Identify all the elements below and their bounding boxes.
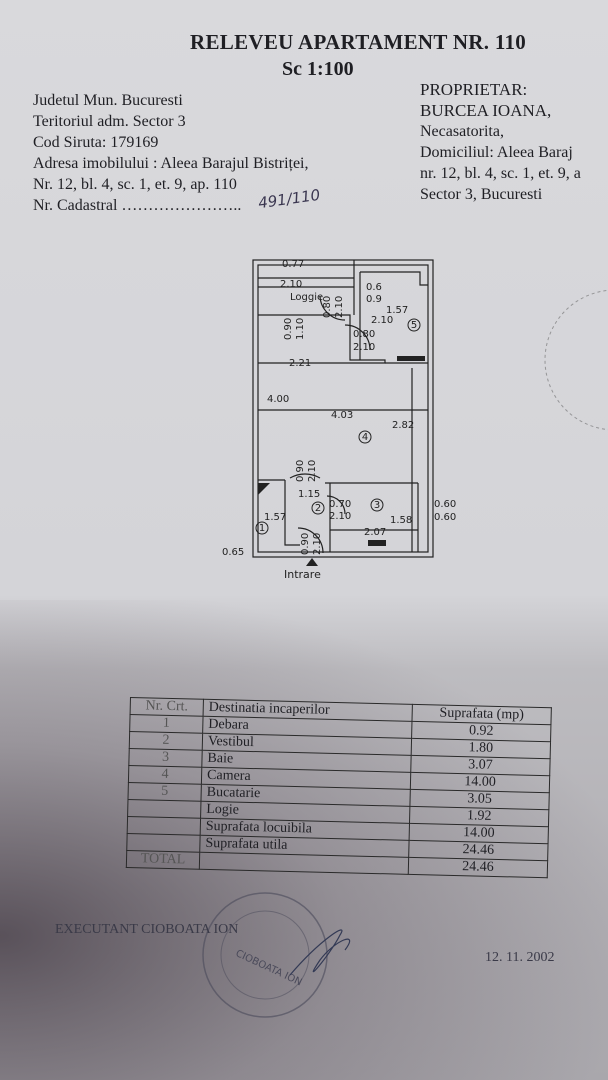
cell xyxy=(127,816,201,836)
room-number: 1 xyxy=(259,523,265,534)
loggia-label: Loggie xyxy=(290,292,323,303)
dim-label: 1.15 xyxy=(298,489,320,500)
door-label: 0.70 xyxy=(329,499,351,510)
document-date: 12. 11. 2002 xyxy=(485,950,555,965)
dim-label: 0.77 xyxy=(282,259,304,270)
info-line: Judetul Mun. Bucuresti xyxy=(33,92,183,109)
door-label: 0.90 xyxy=(300,533,311,555)
info-line: Adresa imobilului : Aleea Barajul Bistri… xyxy=(33,155,309,172)
cell: 1 xyxy=(129,714,204,734)
owner-line: BURCEA IOANA, xyxy=(420,101,552,120)
room-number: 4 xyxy=(362,432,368,443)
owner-info: PROPRIETAR: BURCEA IOANA, Necasatorita, … xyxy=(420,79,581,205)
cell: 4 xyxy=(128,765,202,785)
dim-label: 0.65 xyxy=(222,547,244,558)
header-cell: Nr. Crt. xyxy=(130,697,204,717)
owner-line: Domiciliul: Aleea Baraj xyxy=(420,144,573,161)
info-line: Cod Siruta: 179169 xyxy=(33,134,159,151)
door-label: 2.10 xyxy=(334,296,345,318)
room-number: 3 xyxy=(374,500,380,511)
cell xyxy=(127,799,201,819)
dim-label: 1.57 xyxy=(264,512,286,523)
dim-label: 2.21 xyxy=(289,358,311,369)
document-title: RELEVEU APARTAMENT NR. 110 xyxy=(190,30,527,54)
owner-line: PROPRIETAR: xyxy=(420,80,528,99)
dim-label: 4.00 xyxy=(267,394,289,405)
entrance-label: Intrare xyxy=(284,568,321,581)
cell: TOTAL xyxy=(126,850,200,870)
dim-label: 0.9 xyxy=(366,294,382,305)
dim-label: 2.82 xyxy=(392,420,414,431)
partial-stamp xyxy=(544,289,608,431)
door-label: 2.10 xyxy=(353,342,375,353)
dim-label: 2.10 xyxy=(371,315,393,326)
info-line: Nr. 12, bl. 4, sc. 1, et. 9, ap. 110 xyxy=(33,176,237,193)
room-number: 5 xyxy=(411,320,417,331)
door-label: 1.10 xyxy=(295,318,306,340)
cell: 2 xyxy=(129,731,203,751)
door-label: 0.80 xyxy=(322,296,333,318)
document-scale: Sc 1:100 xyxy=(282,58,354,80)
owner-line: Necasatorita, xyxy=(420,123,504,140)
door-label: 2.10 xyxy=(329,511,351,522)
window-label: 0.60 xyxy=(434,499,456,510)
cell: 24.46 xyxy=(408,857,548,878)
door-label: 2.10 xyxy=(307,460,318,482)
cell: 3 xyxy=(128,748,203,768)
info-line: Nr. Cadastral ………………….. xyxy=(33,197,242,214)
room-number: 2 xyxy=(315,503,321,514)
dim-label: 2.10 xyxy=(280,279,302,290)
photo-shadow xyxy=(0,600,608,1080)
property-info: Judetul Mun. Bucuresti Teritoriul adm. S… xyxy=(33,90,309,216)
rooms-table: Nr. Crt. Destinatia incaperilor Suprafat… xyxy=(126,697,552,878)
door-label: 0.90 xyxy=(295,460,306,482)
dim-label: 1.58 xyxy=(390,515,412,526)
dim-label: 2.07 xyxy=(364,527,386,538)
dim-label: 1.57 xyxy=(386,305,408,316)
dim-label: 4.03 xyxy=(331,410,353,421)
cell xyxy=(126,833,201,853)
info-line: Teritoriul adm. Sector 3 xyxy=(33,113,186,130)
executant: EXECUTANT CIOBOATA ION xyxy=(55,922,239,937)
cell: 5 xyxy=(127,782,202,802)
door-label: 2.10 xyxy=(312,533,323,555)
owner-line: nr. 12, bl. 4, sc. 1, et. 9, a xyxy=(420,165,581,182)
owner-line: Sector 3, Bucuresti xyxy=(420,186,543,203)
window-label: 0.60 xyxy=(434,512,456,523)
door-label: 0.90 xyxy=(283,318,294,340)
dim-label: 0.6 xyxy=(366,282,382,293)
stamp-text: CIOBOATA ION xyxy=(234,948,304,988)
door-label: 0.80 xyxy=(353,329,375,340)
signature xyxy=(289,929,351,976)
